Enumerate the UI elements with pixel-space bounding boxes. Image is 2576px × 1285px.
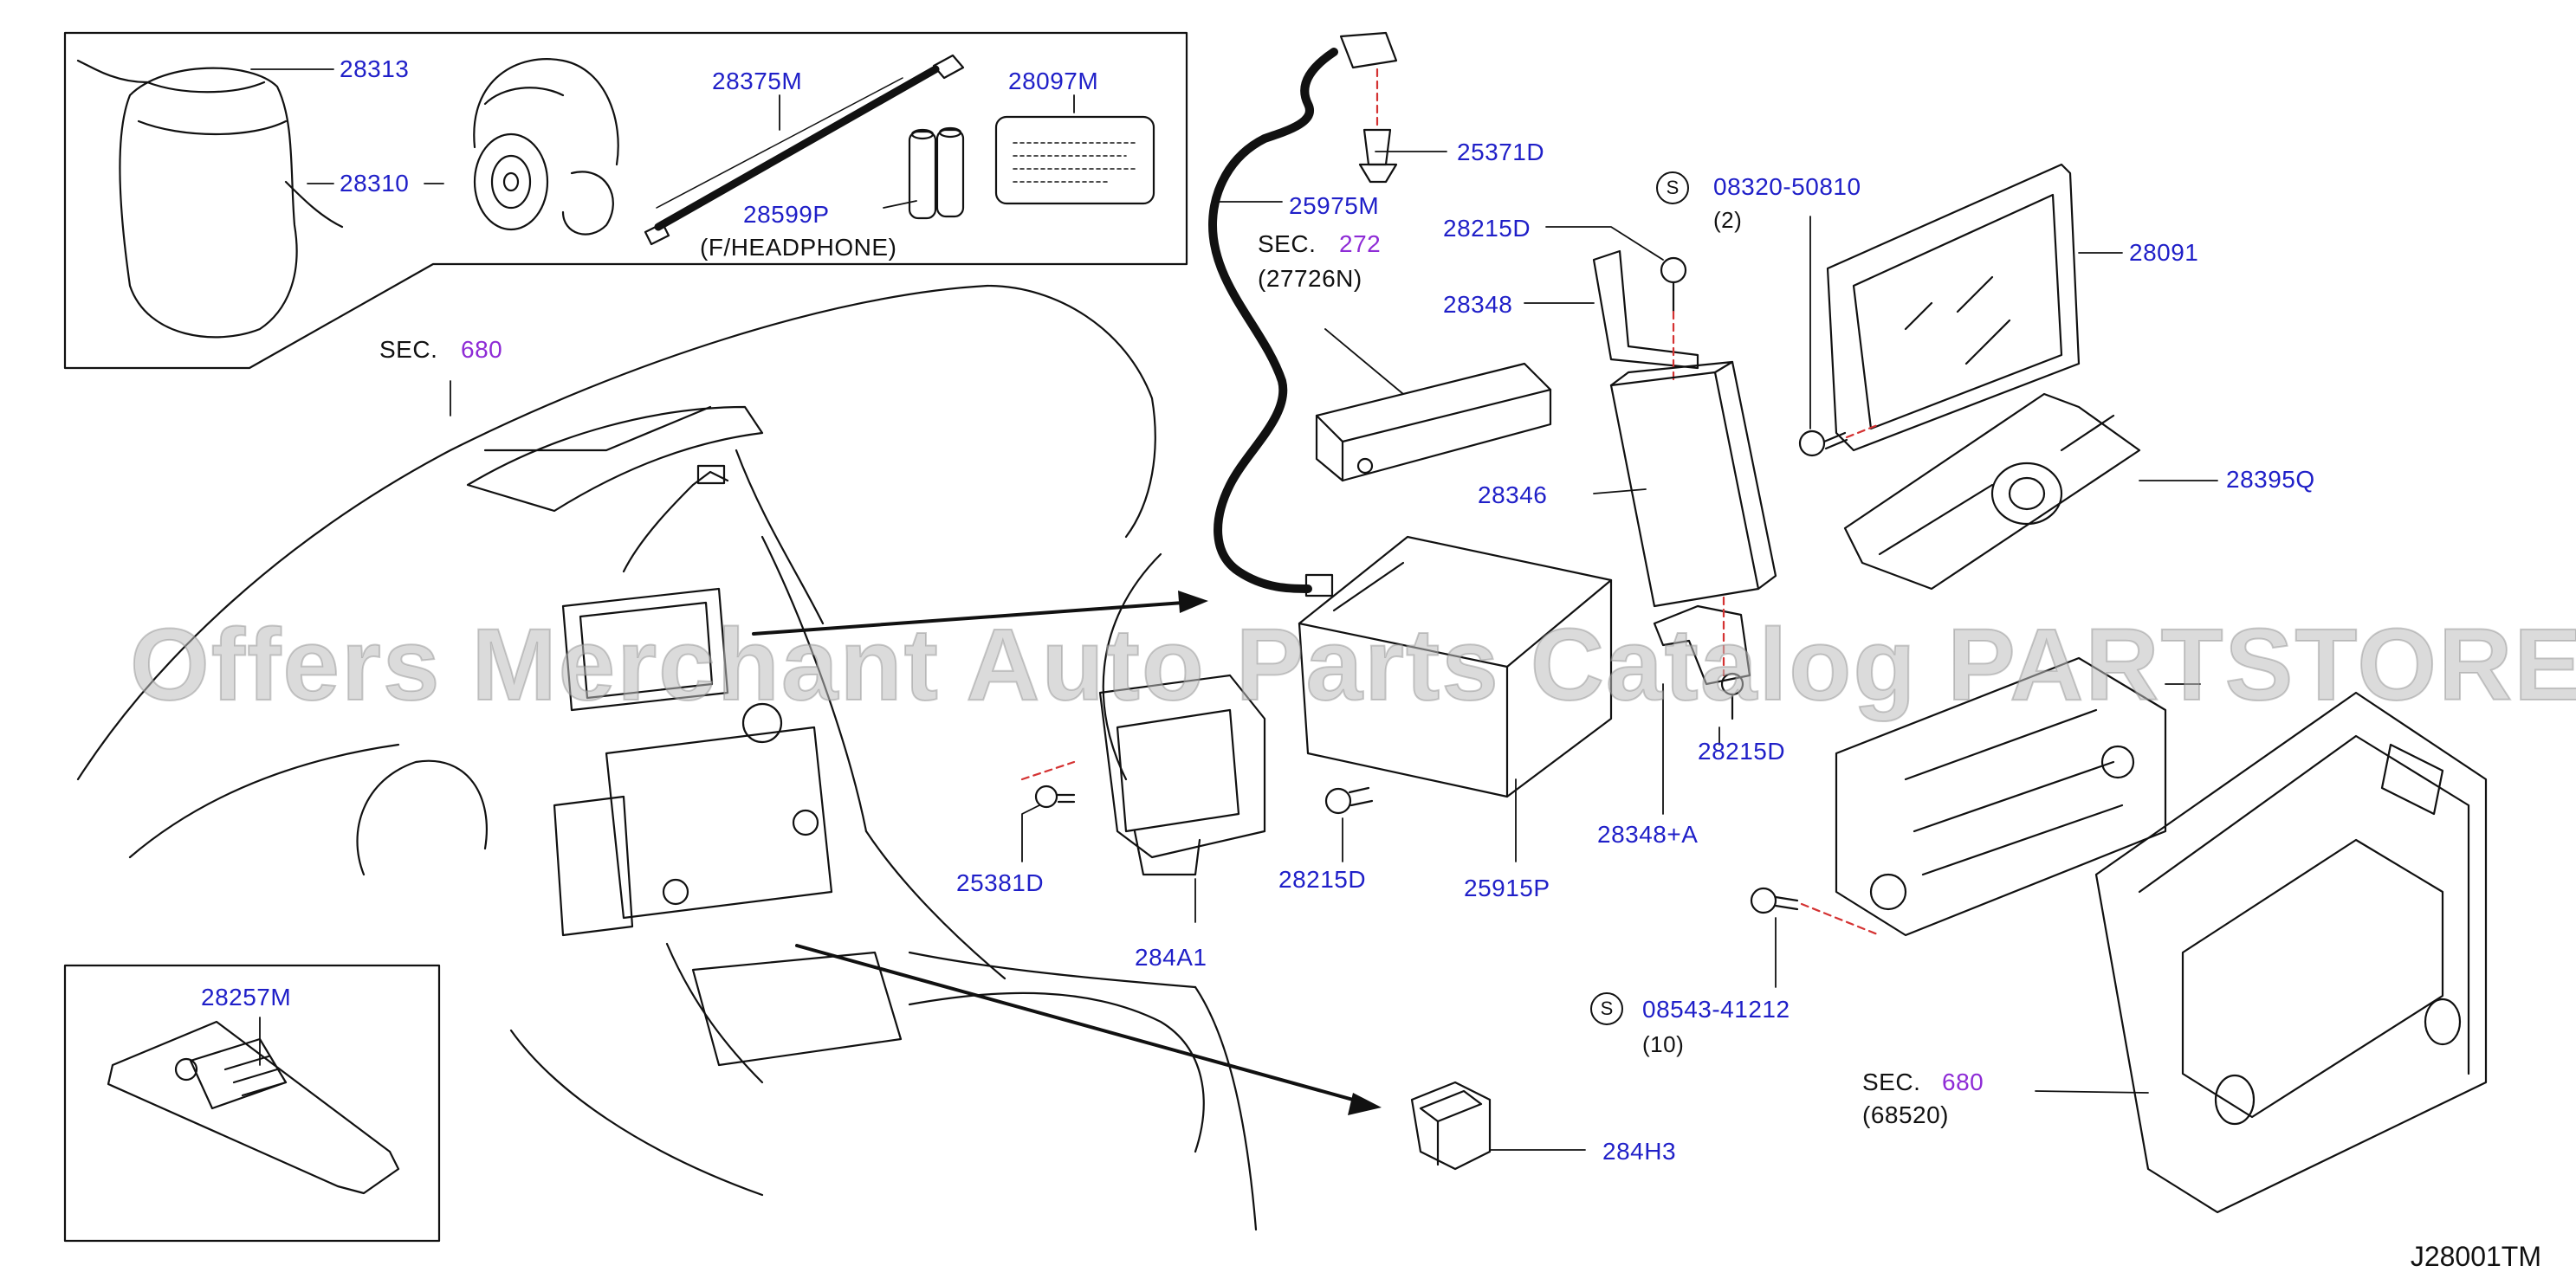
label-card-icon (994, 115, 1155, 205)
clip-icon (1358, 68, 1398, 184)
accessory-box-outline (63, 31, 1188, 370)
s-symbol-icon: S (1656, 171, 1689, 204)
part-number-25381D: 25381D (956, 869, 1045, 896)
control-panel-icon (1843, 392, 2141, 591)
sec-272-number: 272 (1339, 230, 1382, 257)
part-number-25975M: 25975M (1289, 192, 1380, 219)
part-number-28215D-mid: 28215D (1698, 738, 1786, 765)
headphones-icon (473, 58, 619, 236)
sec-272-subcode: (27726N) (1258, 265, 1362, 292)
control-unit-icon (1609, 360, 1777, 608)
part-number-25371D: 25371D (1457, 139, 1545, 165)
dashboard-outline (76, 284, 1258, 1231)
part-number-28257M: 28257M (201, 984, 292, 1011)
watermark-text: Offers Merchant Auto Parts Catalog PARTS… (129, 607, 2576, 723)
part-number-28599P: 28599P (743, 201, 830, 228)
callout-arrows (752, 600, 1370, 1106)
bolt-icon (1324, 786, 1374, 815)
screw-icon (1720, 672, 1744, 720)
part-number-25915P: 25915P (1464, 875, 1550, 901)
antenna-cable-icon (1208, 31, 1398, 597)
bezel-panel-icon (2094, 691, 2488, 1214)
bag-icon (76, 59, 344, 339)
screw-icon (1660, 256, 1687, 383)
headphone-note: (F/HEADPHONE) (700, 234, 897, 261)
bolt-icon (1750, 887, 1881, 937)
part-number-28346: 28346 (1478, 481, 1548, 508)
part-number-28215D-top: 28215D (1443, 215, 1531, 242)
headphone-cable-icon (644, 54, 965, 246)
remote-icon (107, 1020, 400, 1195)
sec-272-label: SEC. (1258, 230, 1317, 257)
part-number-28215D-bottom: 28215D (1278, 866, 1367, 893)
part-number-284H3: 284H3 (1602, 1138, 1677, 1165)
sec-680-bottom-subcode: (68520) (1862, 1101, 1950, 1128)
display-icon (1826, 163, 2081, 452)
diagram-code: J28001TM (2410, 1241, 2541, 1272)
sec-680-top-label: SEC. (379, 336, 438, 363)
part-number-28348A: 28348+A (1597, 821, 1699, 848)
quantity-08320: (2) (1713, 207, 1743, 233)
audio-panel-icon (1835, 656, 2167, 937)
part-number-28395Q: 28395Q (2226, 466, 2315, 493)
bracket-module-icon (1020, 674, 1266, 876)
dash-center-stack (553, 464, 833, 937)
tuner-module-icon (1315, 362, 1552, 482)
quantity-08543: (10) (1642, 1031, 1685, 1057)
screw-icon (1798, 423, 1881, 457)
part-number-28375M: 28375M (712, 68, 803, 94)
navigation-unit-icon (1298, 535, 1613, 798)
usb-connector-icon (1410, 1081, 1492, 1171)
part-number-28310: 28310 (340, 170, 410, 197)
part-number-28097M: 28097M (1008, 68, 1099, 94)
battery-icon (908, 126, 965, 220)
bracket-icon (1653, 596, 1751, 686)
s-symbol-icon: S (1590, 992, 1623, 1025)
bolt-icon (1034, 785, 1076, 809)
part-number-284A1: 284A1 (1135, 944, 1207, 971)
part-number-08543-41212: 08543-41212 (1642, 996, 1790, 1023)
part-number-28091: 28091 (2129, 239, 2199, 266)
leader-lines (250, 68, 2218, 1151)
bracket-icon (1592, 249, 1699, 370)
sec-680-bottom-number: 680 (1942, 1069, 1984, 1095)
part-number-08320-50810: 08320-50810 (1713, 173, 1861, 200)
part-number-28313: 28313 (340, 55, 410, 82)
part-number-28348: 28348 (1443, 291, 1513, 318)
sec-680-top-number: 680 (461, 336, 503, 363)
remote-box-outline (63, 964, 441, 1243)
sec-680-bottom-label: SEC. (1862, 1069, 1921, 1095)
